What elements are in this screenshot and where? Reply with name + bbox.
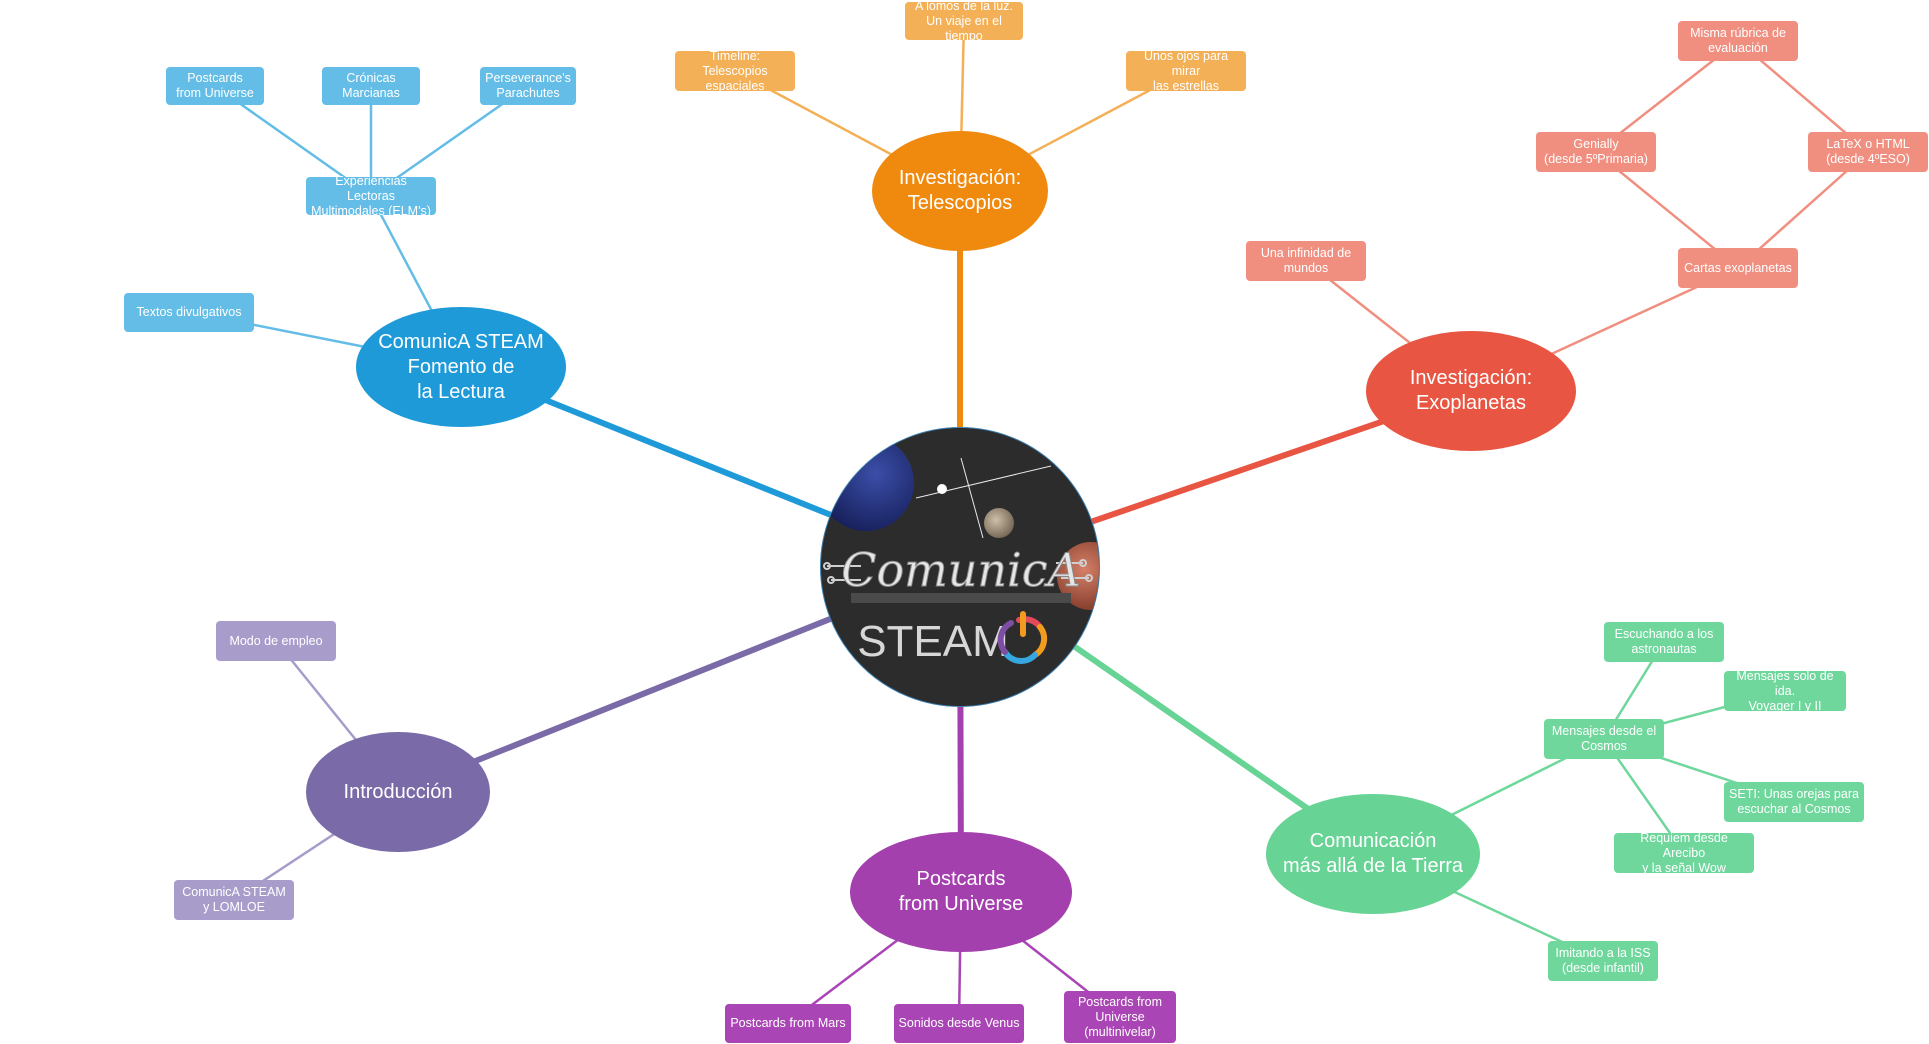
star-icon [915,457,1052,539]
node-mensajes-voyager[interactable]: Mensajes solo de ida. Voyager I y II [1724,669,1846,713]
node-cartas-exoplanetas[interactable]: Cartas exoplanetas [1678,248,1798,288]
node-mensajes-desde-el-cosmos[interactable]: Mensajes desde el Cosmos [1544,719,1664,759]
node-a-lomos-de-la-luz[interactable]: A lomos de la luz. Un viaje en el tiempo [905,0,1023,43]
node-imitando-iss[interactable]: Imitando a la ISS (desde infantil) [1548,941,1658,981]
node-escuchando-astronautas[interactable]: Escuchando a los astronautas [1604,622,1724,662]
node-postcards-universe[interactable]: Postcards from Universe [850,832,1072,952]
title-underline [851,593,1071,603]
node-sonidos-desde-venus[interactable]: Sonidos desde Venus [894,1004,1024,1043]
node-fomento-lectura[interactable]: ComunicA STEAM Fomento de la Lectura [356,307,566,427]
node-unos-ojos[interactable]: Unos ojos para mirar las estrellas [1126,49,1246,93]
node-postcards-universe-lectura[interactable]: Postcards from Universe [166,67,264,105]
node-cronicas-marcianas[interactable]: Crónicas Marcianas [322,67,420,105]
circuit-lines-icon [823,559,1093,584]
node-postcards-from-mars[interactable]: Postcards from Mars [725,1004,851,1043]
node-telescopios[interactable]: Investigación: Telescopios [872,131,1048,251]
node-requiem-arecibo[interactable]: Requiem desde Arecibo y la señal Wow [1614,831,1754,875]
node-perseverance-parachutes[interactable]: Perseverance's Parachutes [480,67,576,105]
node-comunicacion-tierra[interactable]: Comunicación más allá de la Tierra [1266,794,1480,914]
red-planet-icon [1057,542,1099,610]
node-una-infinidad-de-mundos[interactable]: Una infinidad de mundos [1246,241,1366,281]
center-node[interactable]: ComunicA STEAM [820,427,1100,707]
power-icon [997,611,1048,664]
node-misma-rubrica[interactable]: Misma rúbrica de evaluación [1678,21,1798,61]
node-textos-divulgativos[interactable]: Textos divulgativos [124,293,254,332]
node-modo-de-empleo[interactable]: Modo de empleo [216,621,336,661]
node-seti[interactable]: SETI: Unas orejas para escuchar al Cosmo… [1724,782,1864,822]
node-exoplanetas[interactable]: Investigación: Exoplanetas [1366,331,1576,451]
node-experiencias-lectoras[interactable]: Experiencias Lectoras Multimodales (ELM'… [306,174,436,218]
node-comunica-lomloe[interactable]: ComunicA STEAM y LOMLOE [174,880,294,920]
node-timeline-telescopios[interactable]: Timeline: Telescopios espaciales [675,49,795,93]
moon-icon [984,508,1014,538]
node-genially[interactable]: Genially (desde 5ºPrimaria) [1536,132,1656,172]
node-latex-html[interactable]: LaTeX o HTML (desde 4ºESO) [1808,132,1928,172]
node-postcards-multinivelar[interactable]: Postcards from Universe (multinivelar) [1064,991,1176,1043]
comunica-steam-logo: ComunicA STEAM [821,435,1099,666]
center-title: ComunicA [841,543,1080,597]
node-introduccion[interactable]: Introducción [306,732,490,852]
center-subtitle: STEAM [857,617,1009,666]
